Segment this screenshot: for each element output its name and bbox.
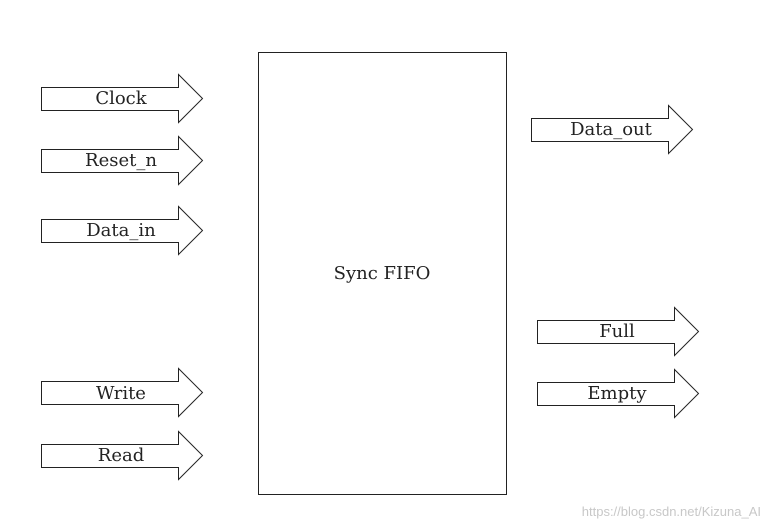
input-arrow-data-in: Data_in [41,205,204,256]
output-label-empty: Empty [587,383,647,404]
input-arrow-read: Read [41,430,204,481]
input-label-reset: Reset_n [85,150,157,171]
output-arrow-empty: Empty [537,368,700,419]
watermark-text: https://blog.csdn.net/Kizuna_AI [581,504,761,519]
input-label-read: Read [98,445,144,466]
input-arrow-clock: Clock [41,73,204,124]
output-arrow-data-out: Data_out [531,104,694,155]
input-label-clock: Clock [95,88,147,109]
output-arrow-full: Full [537,306,700,357]
sync-fifo-block [258,52,507,495]
output-label-data-out: Data_out [570,119,653,140]
input-arrow-write: Write [41,367,204,418]
sync-fifo-label: Sync FIFO [334,263,431,284]
output-label-full: Full [599,321,635,342]
input-arrow-reset: Reset_n [41,135,204,186]
input-label-data-in: Data_in [86,220,156,241]
input-label-write: Write [96,383,146,404]
